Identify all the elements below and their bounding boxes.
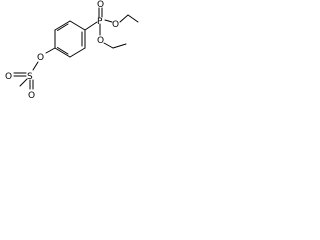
atom-phosphoryl-oxygen: O: [97, 0, 104, 10]
bond-p-to-ester-oxygen-upper: [104, 19, 113, 23]
bond-lower-ethyl-2: [112, 43, 127, 49]
bond-aryl-oxygen-to-sulfur: [32, 61, 39, 71]
bond-sulfur-to-methyl: [19, 78, 28, 87]
chemical-structure-diagram: O P O O O S O O: [5, 0, 139, 101]
bond-upper-ethyl-1: [119, 14, 129, 23]
atom-phosphorus: P: [97, 17, 103, 27]
ring-double-bond-top-left: [57, 23, 69, 31]
atom-sulfonyl-oxygen-left: O: [5, 72, 12, 82]
bond-ring-to-phosphorus: [84, 21, 98, 31]
bond-upper-ethyl-2: [127, 14, 139, 23]
ring-double-bond-bottom-left: [57, 47, 69, 55]
atom-ester-oxygen-upper: O: [112, 20, 119, 30]
bond-lower-ethyl-1: [103, 42, 114, 49]
atom-aryl-oxygen: O: [37, 53, 44, 63]
atom-sulfur: S: [27, 72, 33, 82]
ring-bond-top-left: [54, 20, 71, 31]
atom-ester-oxygen-lower: O: [97, 36, 104, 46]
ring-bond-bottom-left: [54, 47, 71, 58]
bond-ring-to-aryl-oxygen: [45, 47, 56, 54]
ring-bond-top-right: [69, 20, 86, 31]
atom-sulfonyl-oxygen-bottom: O: [28, 91, 35, 101]
ring-bond-bottom-right: [69, 47, 86, 58]
benzene-ring: [54, 20, 86, 58]
